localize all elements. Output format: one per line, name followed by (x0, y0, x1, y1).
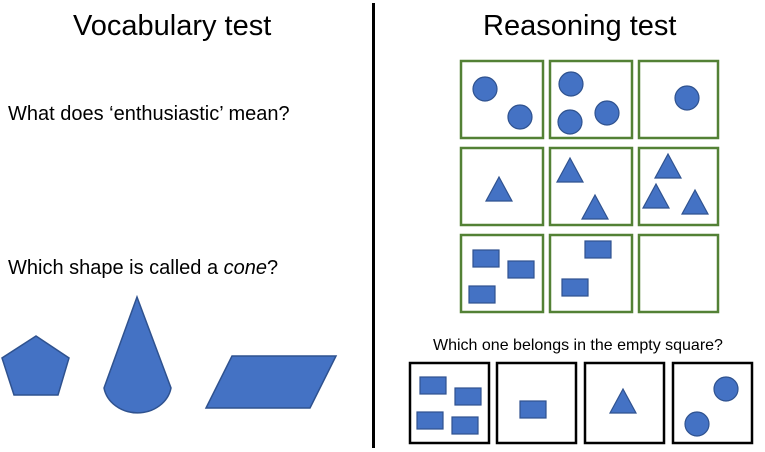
rectangle-shape (451, 416, 479, 435)
triangle-shape (641, 182, 671, 209)
reasoning-test-title: Reasoning test (483, 10, 677, 42)
grid-cell-6 (637, 146, 720, 227)
grid-cell-5 (548, 146, 634, 227)
circle-shape (472, 76, 498, 102)
circle-shape (507, 104, 533, 130)
vocabulary-question-1: What does ‘enthusiastic’ mean? (8, 103, 290, 125)
grid-shapes (468, 71, 710, 304)
grid-cell-2 (548, 59, 634, 140)
pentagon-shape (1, 335, 70, 396)
cone-shape (103, 294, 172, 414)
vocabulary-shapes (1, 294, 338, 414)
answer-option-1 (408, 361, 491, 445)
vocabulary-test-title: Vocabulary test (73, 10, 272, 42)
answer-option-shapes (416, 376, 739, 437)
triangle-shape (580, 193, 610, 220)
grid-cell-9-empty (637, 233, 720, 314)
parallelogram-shape (204, 355, 338, 409)
rectangle-shape (472, 249, 500, 268)
triangle-shape (680, 188, 710, 215)
reasoning-grid (459, 59, 720, 314)
grid-cell-8 (548, 233, 634, 314)
triangle-shape (653, 152, 683, 179)
triangle-shape (555, 156, 585, 183)
rectangle-shape (507, 260, 535, 279)
answer-options (408, 361, 754, 445)
circle-shape (557, 109, 583, 135)
triangle-shape (608, 387, 638, 414)
vertical-divider (372, 3, 375, 448)
answer-option-3 (583, 361, 666, 445)
circle-shape (713, 376, 739, 402)
circle-shape (558, 71, 584, 97)
vocabulary-question-2: Which shape is called a cone? (8, 257, 279, 279)
rectangle-shape (419, 376, 447, 395)
rectangle-shape (468, 285, 496, 304)
circle-shape (594, 100, 620, 126)
circle-shape (684, 411, 710, 437)
answer-option-2 (495, 361, 578, 445)
grid-cell-7 (459, 233, 545, 314)
answer-options-question: Which one belongs in the empty square? (433, 337, 723, 354)
grid-cell-1 (459, 59, 545, 140)
rectangle-shape (519, 400, 547, 419)
rectangle-shape (561, 278, 589, 297)
answer-option-4 (671, 361, 754, 445)
rectangle-shape (416, 411, 444, 430)
triangle-shape (484, 175, 514, 202)
rectangle-shape (584, 240, 612, 259)
grid-cell-3 (637, 59, 720, 140)
circle-shape (674, 85, 700, 111)
grid-cell-4 (459, 146, 545, 227)
rectangle-shape (454, 387, 482, 406)
